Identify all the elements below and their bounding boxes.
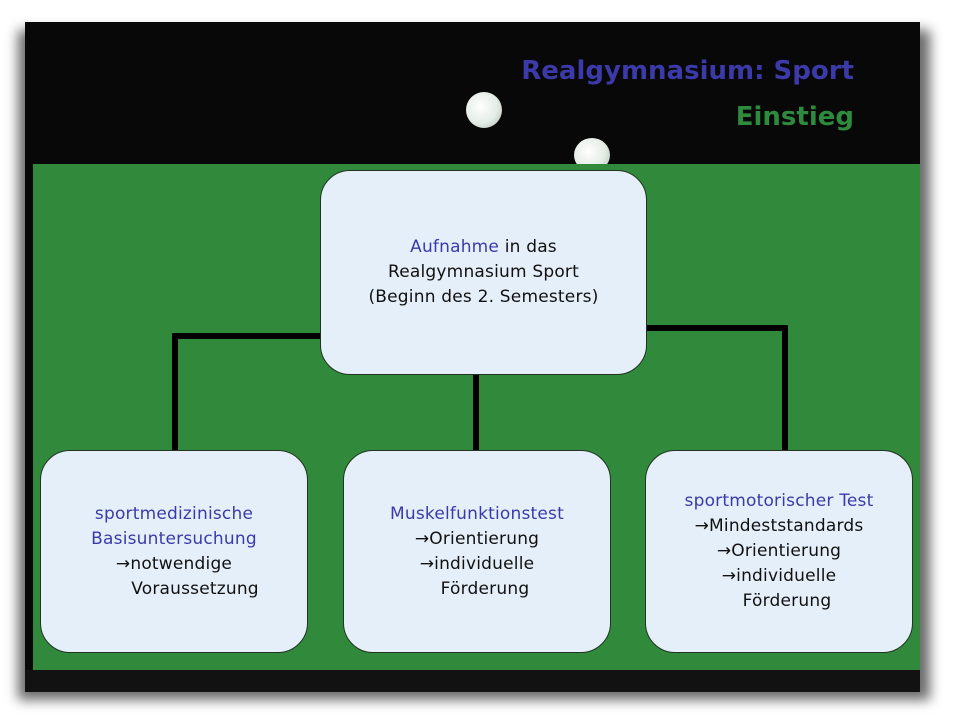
child-node-muscle-test: Muskelfunktionstest →Orientierung →indiv… bbox=[343, 450, 611, 653]
root-line-1: Aufnahme in das bbox=[410, 235, 557, 260]
slide: Realgymnasium: Sport Einstieg Aufnahme i… bbox=[25, 22, 920, 692]
connector-right bbox=[640, 325, 788, 452]
child-1-heading-1: sportmedizinische bbox=[94, 503, 254, 524]
connector-lines bbox=[172, 325, 788, 452]
child-1-item-1: →notwendige bbox=[115, 553, 233, 574]
title-line-2: Einstieg bbox=[735, 102, 854, 132]
child-3-item-2: →Orientierung bbox=[716, 541, 842, 561]
child-2-heading-1: Muskelfunktionstest bbox=[390, 503, 564, 524]
connector-left bbox=[172, 333, 335, 452]
root-line-2: Realgymnasium Sport bbox=[387, 262, 579, 282]
bottom-strip bbox=[25, 670, 920, 692]
child-3-heading-1: sportmotorischer Test bbox=[684, 491, 874, 511]
root-node: Aufnahme in das Realgymnasium Sport (Beg… bbox=[320, 170, 647, 375]
child-1-item-2: Voraussetzung bbox=[131, 578, 259, 599]
child-3-item-4: Förderung bbox=[742, 591, 832, 611]
child-3-item-1: →Mindeststandards bbox=[694, 516, 864, 536]
root-highlight: Aufnahme bbox=[410, 237, 500, 257]
child-node-medical: sportmedizinische Basisuntersuchung →not… bbox=[40, 450, 308, 653]
child-2-item-1: →Orientierung bbox=[414, 528, 540, 549]
root-rest: in das bbox=[499, 237, 557, 257]
child-1-heading-2: Basisuntersuchung bbox=[91, 528, 257, 549]
child-3-item-3: →individuelle bbox=[721, 566, 837, 586]
child-2-item-2: →individuelle bbox=[419, 553, 535, 574]
child-node-motor-test: sportmotorischer Test →Mindeststandards … bbox=[645, 450, 913, 653]
ball-decoration bbox=[466, 92, 502, 128]
title-line-1: Realgymnasium: Sport bbox=[521, 56, 854, 86]
root-line-3: (Beginn des 2. Semesters) bbox=[368, 287, 599, 307]
slide-title: Realgymnasium: Sport Einstieg bbox=[521, 48, 854, 140]
child-2-item-3: Förderung bbox=[440, 578, 530, 599]
